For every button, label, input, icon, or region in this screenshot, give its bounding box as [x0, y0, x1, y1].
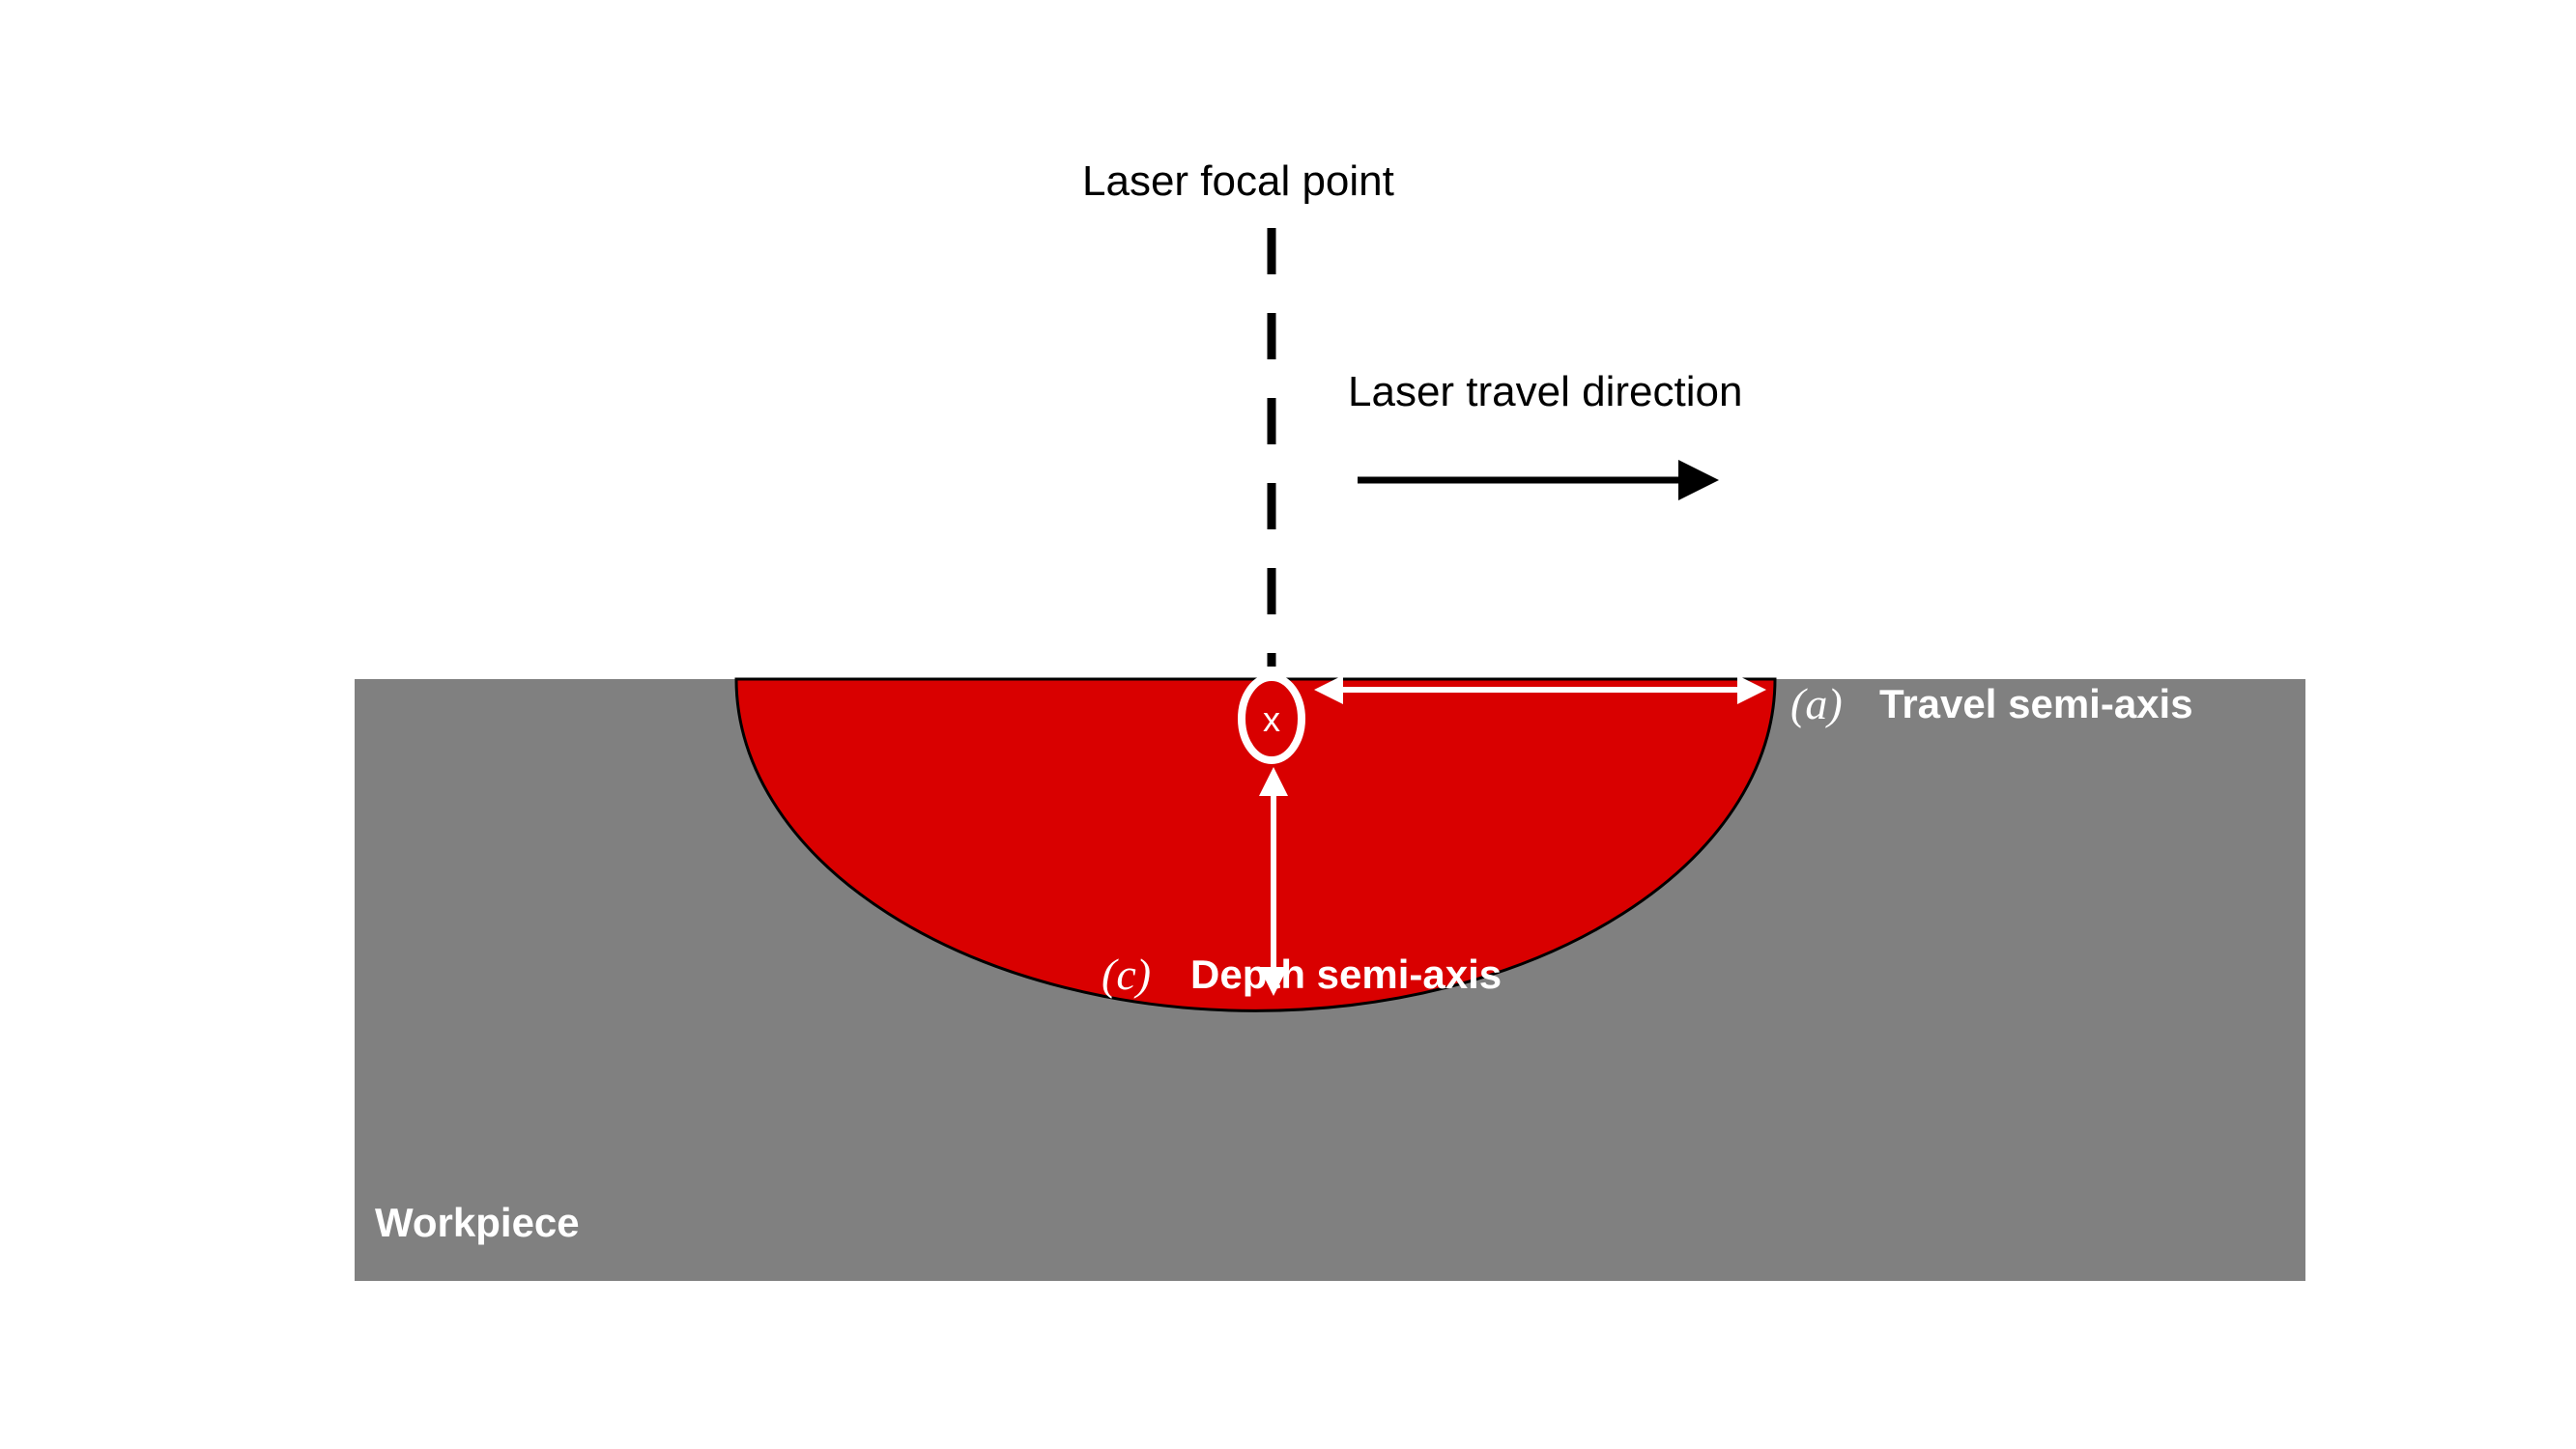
- travel-semi-axis-label: Travel semi-axis: [1879, 681, 2193, 726]
- focal-point-marker: [1238, 673, 1305, 764]
- melt-pool: [734, 677, 1777, 1012]
- focal-point-label: Laser focal point: [1082, 157, 1394, 205]
- workpiece-label: Workpiece: [375, 1200, 580, 1245]
- depth-semi-axis-label: Depth semi-axis: [1190, 952, 1502, 997]
- travel-symbol: (a): [1790, 679, 1843, 728]
- depth-symbol: (c): [1102, 950, 1151, 999]
- travel-direction-label: Laser travel direction: [1348, 368, 1742, 415]
- focal-point-x: x: [1263, 699, 1280, 739]
